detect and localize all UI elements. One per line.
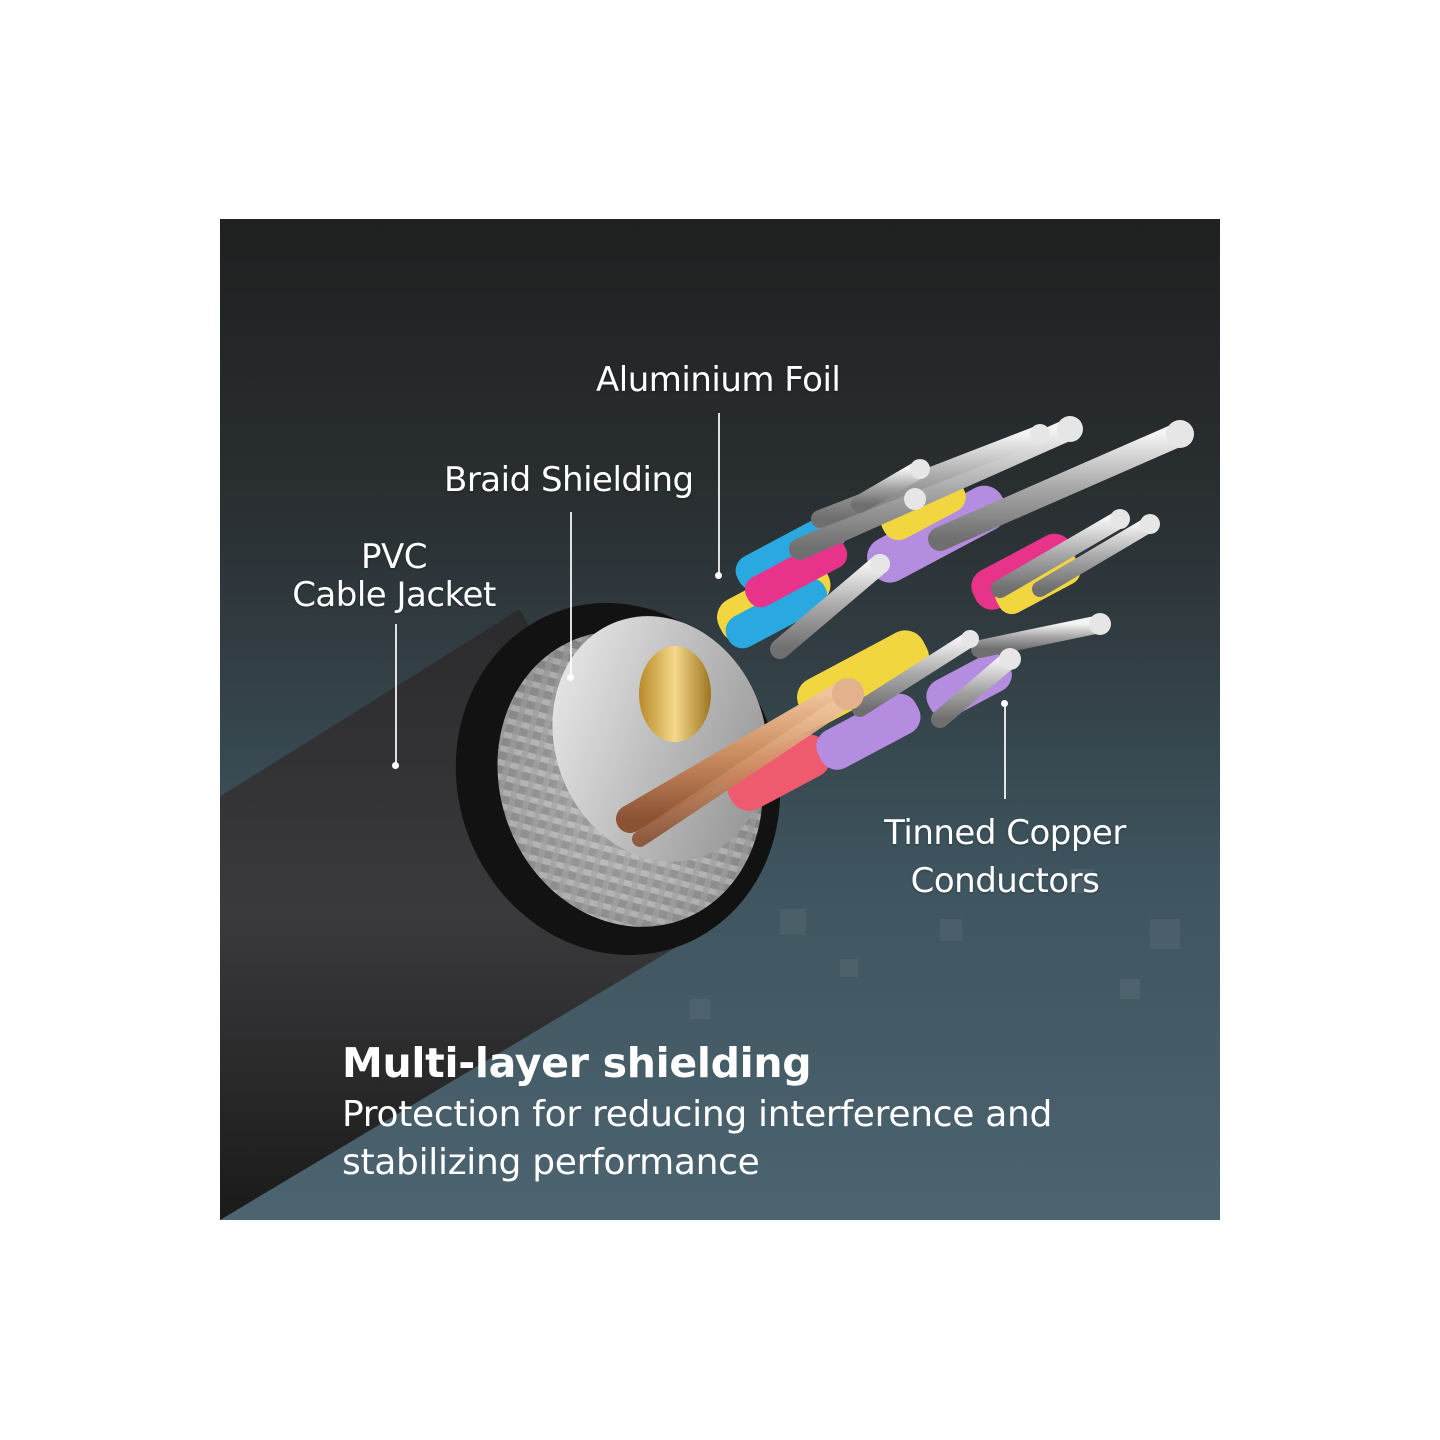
tinned-copper-conductors	[770, 416, 1194, 728]
aluminium-foil-label: Aluminium Foil	[596, 360, 841, 400]
braid-shielding-label: Braid Shielding	[444, 460, 694, 500]
tinned-copper-leader-line	[1004, 704, 1006, 799]
product-image-panel: Aluminium Foil Braid Shielding PVC Cable…	[220, 219, 1220, 1220]
pvc-cable-jacket-leader-line	[395, 624, 397, 764]
tinned-copper-conductors-label: Tinned Copper Conductors	[880, 809, 1130, 905]
aluminium-foil-marker-dot	[715, 572, 722, 579]
pvc-label-line-1: PVC	[360, 537, 428, 577]
braid-shielding-leader-line	[570, 512, 572, 674]
aluminium-foil-leader-line	[718, 413, 720, 573]
tinned-label-line-2: Conductors	[910, 861, 1100, 901]
copper-conductors	[616, 678, 864, 847]
caption-tagline: Protection for reducing interference and…	[342, 1094, 1053, 1183]
braid-shielding-marker-dot	[567, 674, 574, 681]
pvc-label-line-2: Cable Jacket	[292, 575, 496, 615]
pvc-cable-jacket-marker-dot	[392, 762, 399, 769]
tinned-label-line-1: Tinned Copper	[884, 813, 1126, 853]
aluminium-foil-layer	[552, 616, 768, 862]
pvc-cable-jacket-label: PVC Cable Jacket	[284, 538, 504, 614]
tinned-copper-marker-dot	[1001, 700, 1008, 707]
caption-headline: Multi-layer shielding	[342, 1039, 812, 1087]
cable-cross-section-illustration	[220, 416, 1194, 1220]
